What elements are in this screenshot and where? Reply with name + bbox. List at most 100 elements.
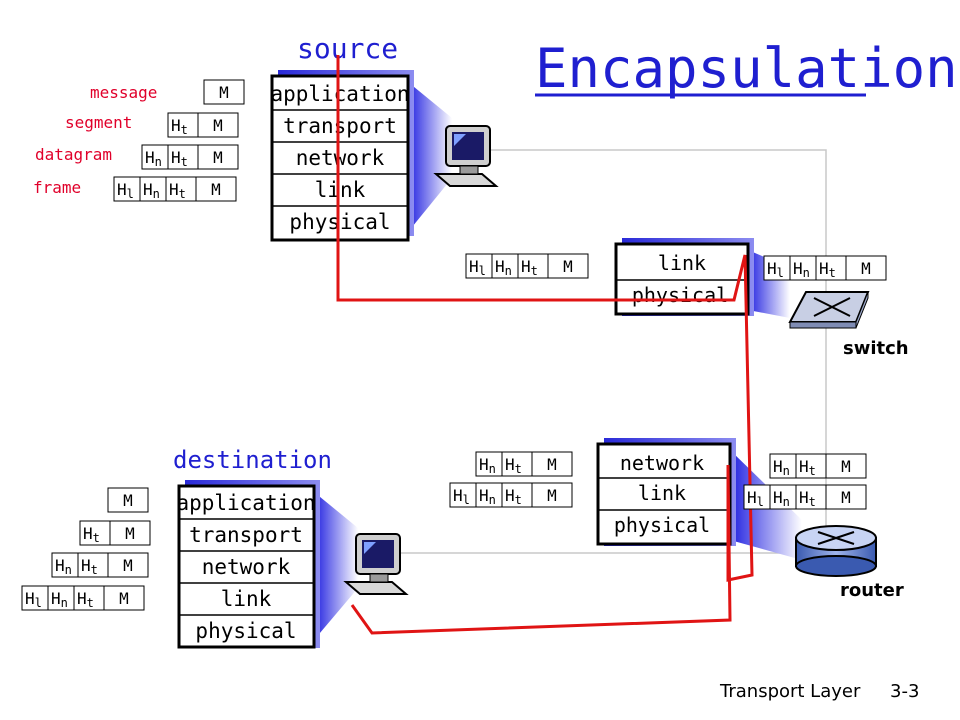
pdu-label-datagram: datagram (35, 145, 112, 164)
pdu-name-labels: message segment datagram frame (33, 83, 157, 197)
switch-label: switch (843, 338, 909, 359)
dest-layer-application: application (176, 491, 315, 515)
switch-icon (788, 291, 870, 329)
packet-cell (77, 552, 109, 578)
switch-layer-link: link (658, 251, 706, 275)
router-protocol-stack: network link physical (596, 438, 802, 560)
packet-cell (449, 482, 477, 508)
packet-cell (195, 176, 237, 202)
footer-page-number: 3-3 (890, 681, 919, 702)
packet-payload: M (213, 116, 223, 135)
packet-cell (167, 144, 199, 170)
packet-cell (531, 451, 573, 477)
packet-path (336, 55, 754, 635)
packet-cell (789, 255, 817, 281)
switch-protocol-stack: link physical (614, 238, 790, 318)
packet-cell (501, 482, 533, 508)
packet-cell (103, 585, 145, 611)
source-layer-physical: physical (289, 210, 390, 234)
source-computer-icon (433, 125, 499, 187)
packet-cell (167, 112, 199, 138)
packet-cell (51, 552, 79, 578)
source-layer-link: link (315, 178, 366, 202)
destination-label: destination (173, 446, 332, 474)
destination-computer-icon (343, 533, 409, 595)
switch-layer-physical: physical (632, 283, 728, 307)
packet-cell (475, 451, 503, 477)
router-label: router (840, 580, 904, 601)
packet-cell (107, 487, 149, 513)
packet-cell (795, 453, 827, 479)
dest-layer-physical: physical (195, 619, 296, 643)
packet-cell (501, 451, 533, 477)
pdu-label-frame: frame (33, 178, 81, 197)
packet-cell (109, 520, 151, 546)
packet-payload: M (211, 180, 221, 199)
source-pdu-message: M (203, 79, 245, 105)
packet-payload: M (119, 589, 129, 608)
packet-cell (845, 255, 887, 281)
pdu-label-message: message (90, 83, 157, 102)
packet-cell (165, 176, 197, 202)
packet-payload: M (125, 524, 135, 543)
source-stack-fan (408, 82, 452, 232)
router-stack-box (596, 442, 732, 546)
source-layer-network: network (296, 146, 385, 170)
dest-pdu-message: M (107, 487, 149, 513)
dest-layer-link: link (221, 587, 272, 611)
packet-payload: M (213, 148, 223, 167)
packet-cell (531, 482, 573, 508)
packet-cell (73, 585, 105, 611)
dest-layer-transport: transport (189, 523, 303, 547)
source-label: source (297, 32, 398, 65)
packet-cell (197, 112, 239, 138)
packet-payload: M (547, 455, 557, 474)
packet-cell (743, 484, 771, 510)
source-protocol-stack: application transport network link physi… (270, 70, 452, 242)
packet-cell (815, 255, 847, 281)
dest-stack-box (177, 484, 316, 649)
packet-cell (825, 453, 867, 479)
packet-payload: M (563, 257, 573, 276)
source-layer-transport: transport (283, 114, 397, 138)
packet-payload: M (861, 259, 871, 278)
packet-payload: M (841, 488, 851, 507)
dest-layer-network: network (202, 555, 291, 579)
packet-cell (139, 176, 167, 202)
dest-stack-fan (314, 492, 358, 640)
router-layer-link: link (638, 481, 686, 505)
slide-title: Encapsulation (535, 37, 958, 100)
packet-cell (21, 585, 49, 611)
destination-protocol-stack: application transport network link physi… (176, 480, 358, 649)
packet-cell (107, 552, 149, 578)
packet-payload: M (547, 486, 557, 505)
router-layer-network: network (620, 451, 704, 475)
packet-payload: M (219, 83, 229, 102)
router-layer-physical: physical (614, 513, 710, 537)
packet-cell (203, 79, 245, 105)
pdu-label-segment: segment (65, 113, 132, 132)
packet-payload: M (123, 556, 133, 575)
footer-title: Transport Layer (719, 681, 861, 702)
source-stack-box (270, 74, 410, 242)
packet-cell (197, 144, 239, 170)
packet-cell (475, 482, 503, 508)
source-layer-application: application (270, 82, 409, 106)
packet-payload: M (841, 457, 851, 476)
router-icon (795, 525, 877, 577)
switch-stack-box (614, 242, 750, 316)
packet-cell (517, 253, 549, 279)
packet-cell (547, 253, 589, 279)
